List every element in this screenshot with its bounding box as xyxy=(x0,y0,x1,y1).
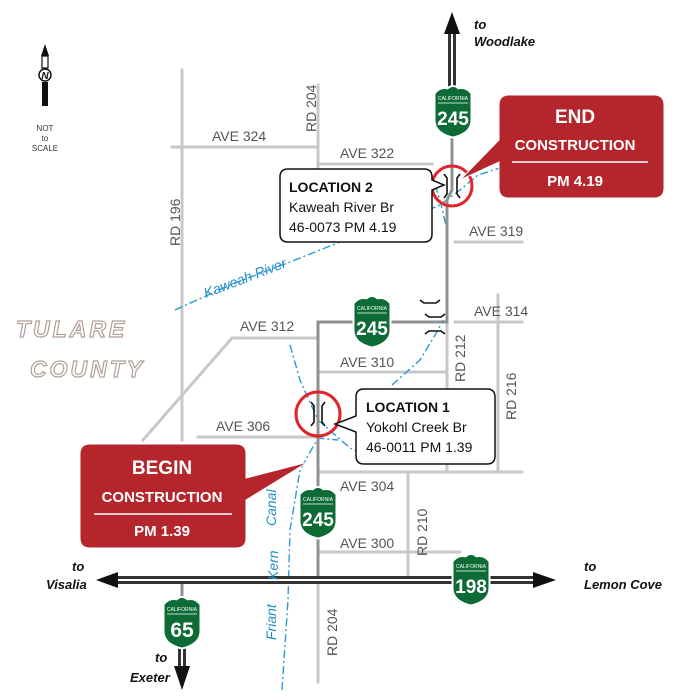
begin-banner-subtitle: CONSTRUCTION xyxy=(102,489,223,506)
ave-324-label: AVE 324 xyxy=(212,128,266,144)
lemon-cove-label: Lemon Cove xyxy=(584,577,662,592)
bridge-symbol-ave-314 xyxy=(424,313,446,335)
county-label-line-2: COUNTY xyxy=(30,356,145,382)
bridge-symbol-location-2 xyxy=(443,173,461,199)
location-1-callout: LOCATION 1 Yokohl Creek Br 46-0011 PM 1.… xyxy=(332,388,496,465)
friant-kern-canal-line xyxy=(281,437,339,691)
shield-state-label: CALIFORNIA xyxy=(167,607,198,613)
ave-304-label: AVE 304 xyxy=(340,478,394,494)
location-1-title: LOCATION 1 xyxy=(366,399,450,415)
south-to-label: to xyxy=(155,650,167,665)
shield-state-label: CALIFORNIA xyxy=(357,306,388,312)
arrow-north xyxy=(444,12,460,88)
yokohl-creek-line xyxy=(391,319,444,386)
north-arrow-icon xyxy=(41,44,49,56)
rd-216-label: RD 216 xyxy=(503,372,519,420)
ave-312-label: AVE 312 xyxy=(240,318,294,334)
end-construction-banner: END CONSTRUCTION PM 4.19 xyxy=(459,94,665,199)
bridge-symbols xyxy=(310,173,461,427)
rd-204-north-label: RD 204 xyxy=(303,84,319,132)
not-to-scale-line-3: SCALE xyxy=(32,144,58,153)
visalia-label: Visalia xyxy=(46,577,87,592)
bridge-symbol-location-1 xyxy=(310,401,326,427)
ave-319-label: AVE 319 xyxy=(469,223,523,239)
ave-322-label: AVE 322 xyxy=(340,145,394,161)
end-banner-subtitle: CONSTRUCTION xyxy=(515,137,636,154)
rd-204-south-label: RD 204 xyxy=(324,608,340,656)
location-1-bridge-id: 46-0011 PM 1.39 xyxy=(366,439,473,455)
ave-306-label: AVE 306 xyxy=(216,418,270,434)
location-2-callout: LOCATION 2 Kaweah River Br 46-0073 PM 4.… xyxy=(279,168,446,243)
end-banner-pm: PM 4.19 xyxy=(547,173,603,190)
route-65-shield: CALIFORNIA 65 xyxy=(165,599,199,648)
woodlake-label: Woodlake xyxy=(474,34,535,49)
route-245-number-middle: 245 xyxy=(356,319,388,340)
not-to-scale-line-1: NOT xyxy=(37,124,54,133)
ave-310-label: AVE 310 xyxy=(340,354,394,370)
road-labels: AVE 324 AVE 322 AVE 319 AVE 314 AVE 312 … xyxy=(167,84,528,656)
location-2-bridge-name: Kaweah River Br xyxy=(289,199,394,215)
route-245-line xyxy=(316,70,454,580)
shield-state-label: CALIFORNIA xyxy=(456,564,487,570)
kaweah-river-label: Kaweah River xyxy=(201,254,289,301)
west-to-label: to xyxy=(72,559,84,574)
begin-construction-banner: BEGIN CONSTRUCTION PM 1.39 xyxy=(79,443,309,549)
arrow-west xyxy=(96,572,155,588)
route-245-shield-north: CALIFORNIA 245 xyxy=(436,88,470,137)
north-to-label: to xyxy=(474,17,486,32)
destination-labels: to Woodlake to Visalia to Lemon Cove to … xyxy=(46,17,662,685)
location-1-circle[interactable] xyxy=(294,390,342,438)
north-arrow-letter: N xyxy=(41,71,49,82)
canal-label-kern: Kern xyxy=(265,550,281,580)
shield-state-label: CALIFORNIA xyxy=(438,96,469,102)
location-2-title: LOCATION 2 xyxy=(289,179,373,195)
county-label-line-1: TULARE xyxy=(16,316,127,342)
location-1-bridge-name: Yokohl Creek Br xyxy=(366,419,467,435)
ave-312-line xyxy=(140,336,320,443)
shield-state-label: CALIFORNIA xyxy=(303,497,334,503)
begin-banner-title: BEGIN xyxy=(132,458,192,479)
route-245-shield-middle: CALIFORNIA 245 xyxy=(355,298,389,347)
end-banner-title: END xyxy=(555,107,595,128)
rd-210-label: RD 210 xyxy=(414,508,430,556)
route-245-shield-south: CALIFORNIA 245 xyxy=(301,489,335,538)
not-to-scale-line-2: to xyxy=(42,134,49,143)
rd-212-label: RD 212 xyxy=(452,334,468,382)
ave-314-label: AVE 314 xyxy=(474,303,528,319)
begin-banner-pm: PM 1.39 xyxy=(134,523,190,540)
route-245-number-north: 245 xyxy=(437,109,469,130)
route-198-number: 198 xyxy=(455,577,487,598)
location-2-bridge-id: 46-0073 PM 4.19 xyxy=(289,219,397,235)
exeter-label: Exeter xyxy=(130,670,171,685)
arrow-east xyxy=(148,572,556,588)
kaweah-river-branch xyxy=(429,169,448,231)
north-arrow: N NOT to SCALE xyxy=(32,44,58,153)
route-198-shield: CALIFORNIA 198 xyxy=(454,556,488,605)
local-roads xyxy=(140,68,524,684)
rd-196-label: RD 196 xyxy=(167,198,183,246)
east-to-label: to xyxy=(584,559,596,574)
ave-300-label: AVE 300 xyxy=(340,535,394,551)
route-65-number: 65 xyxy=(170,619,194,642)
canal-label-friant: Friant xyxy=(263,603,279,640)
route-245-number-south: 245 xyxy=(302,510,334,531)
canal-label-canal: Canal xyxy=(263,489,279,526)
bridge-symbol-route-245 xyxy=(419,299,441,304)
